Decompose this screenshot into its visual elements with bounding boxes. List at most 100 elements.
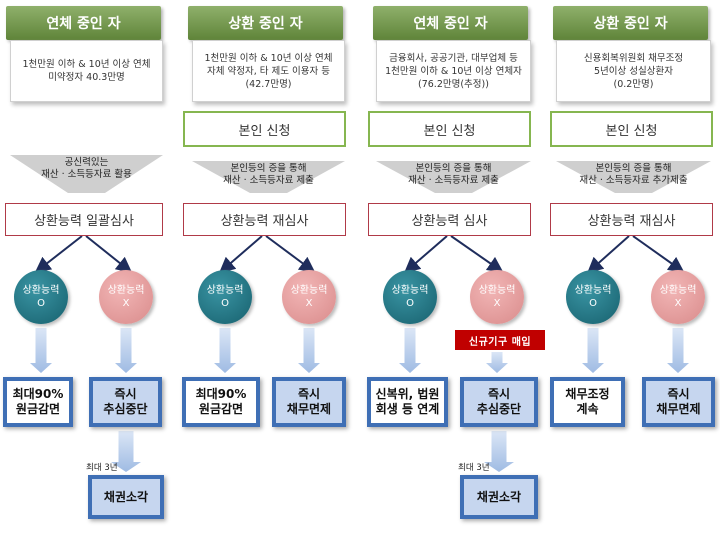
col1-arrow-to-incapable — [85, 235, 133, 273]
col2-result-capable-line1: 최대90% — [195, 387, 247, 401]
col4-result-capable-line1: 채무조정 — [565, 387, 610, 401]
col3-result-capable: 신복위, 법원 회생 등 연계 — [367, 377, 448, 427]
col3-max-period-label: 최대 3년 — [458, 463, 490, 473]
col4-funnel-line2: 재산 · 소득등자료 추가제출 — [579, 175, 688, 186]
col3-arrow-to-incapable — [450, 235, 504, 273]
col4-arrow-capable-result — [582, 328, 604, 373]
col2-funnel-line2: 재산 · 소득등자료 제출 — [223, 175, 314, 186]
col1-incapable-circle: 상환능력 X — [99, 270, 153, 324]
col3-capable-mark: O — [406, 298, 414, 309]
col4-incapable-mark: X — [674, 298, 682, 309]
col3-arrow-to-write-off — [484, 431, 514, 472]
col2-capable-circle: 상환능력 O — [198, 270, 252, 324]
col1-result-capable: 최대90% 원금감면 — [3, 377, 73, 427]
col3-capable-label: 상환능력 — [391, 285, 429, 296]
col1-review-box: 상환능력 일괄심사 — [5, 203, 163, 236]
col1-result-capable-line2: 원금감면 — [15, 402, 61, 416]
col1-incapable-mark: X — [122, 298, 130, 309]
col2-evidence-funnel: 본인등의 증을 통해 재산 · 소득등자료 제출 — [192, 161, 345, 193]
col3-funnel-line1: 본인등의 증을 통해 — [415, 163, 492, 174]
col3-desc-line2: 1천만원 이하 & 10년 이상 연체자 — [385, 65, 522, 77]
col2-arrow-capable-result — [214, 328, 236, 373]
col3-evidence-funnel: 본인등의 증을 통해 재산 · 소득등자료 제출 — [376, 161, 531, 193]
col4-arrow-to-incapable — [632, 235, 685, 273]
col2-self-apply: 본인 신청 — [183, 111, 346, 147]
col1-funnel-line1: 공신력있는 — [64, 157, 109, 168]
col1-arrow-capable-result — [30, 328, 52, 373]
col1-result-capable-line1: 최대90% — [12, 387, 64, 401]
col3-arrow-incapable-result — [486, 352, 508, 373]
col2-review-box: 상환능력 재심사 — [183, 203, 346, 236]
col1-arrow-incapable-result — [115, 328, 137, 373]
col2-incapable-mark: X — [305, 298, 313, 309]
col3-description: 금융회사, 공공기관, 대부업체 등 1천만원 이하 & 10년 이상 연체자 … — [376, 40, 531, 102]
col3-result-incapable-line2: 추심중단 — [476, 402, 522, 416]
col4-arrow-to-capable — [587, 235, 630, 274]
col3-result-incapable: 즉시 추심중단 — [460, 377, 538, 427]
col4-description: 신용회복위원회 채무조정 5년이상 성실상환자 (0.2만명) — [556, 40, 711, 102]
col2-description: 1천만원 이하 & 10년 이상 연체 자체 약정자, 타 제도 이용자 등 (… — [192, 40, 345, 102]
col1-result-incapable-line1: 즉시 — [114, 387, 137, 401]
col4-incapable-label: 상환능력 — [659, 285, 697, 296]
col1-funnel-line2: 재산 · 소득등자료 활용 — [41, 169, 132, 180]
col3-result-incapable-line1: 즉시 — [487, 387, 511, 401]
col4-funnel-line1: 본인등의 증을 통해 — [595, 163, 672, 174]
col4-result-capable: 채무조정 계속 — [550, 377, 625, 427]
col4-result-incapable: 즉시 채무면제 — [642, 377, 715, 427]
col4-desc-line3: (0.2만명) — [613, 78, 654, 90]
col3-header: 연체 중인 자 — [373, 6, 528, 40]
col4-result-capable-line2: 계속 — [576, 402, 599, 416]
col1-desc-line2: 미약정자 40.3만명 — [48, 72, 125, 83]
col1-description: 1천만원 이하 & 10년 이상 연체 미약정자 40.3만명 — [10, 40, 163, 102]
col1-incapable-label: 상환능력 — [107, 285, 145, 296]
col1-result-incapable-line2: 추심중단 — [103, 402, 148, 416]
col2-capable-label: 상환능력 — [206, 285, 244, 296]
col2-result-incapable: 즉시 채무면제 — [272, 377, 346, 427]
col1-capable-label: 상환능력 — [22, 285, 60, 296]
col2-desc-line2: 자체 약정자, 타 제도 이용자 등 — [207, 65, 330, 77]
col1-header: 연체 중인 자 — [6, 6, 161, 40]
col1-evidence-funnel: 공신력있는 재산 · 소득등자료 활용 — [10, 155, 163, 193]
col2-arrow-to-capable — [218, 235, 263, 274]
col2-desc-line1: 1천만원 이하 & 10년 이상 연체 — [204, 52, 333, 64]
col4-desc-line2: 5년이상 성실상환자 — [594, 65, 673, 77]
col2-desc-line3: (42.7만명) — [245, 78, 292, 90]
col1-result-incapable: 즉시 추심중단 — [89, 377, 162, 427]
col3-desc-line3: (76.2만명(추정)) — [418, 78, 489, 90]
col4-incapable-circle: 상환능력 X — [651, 270, 705, 324]
col4-result-incapable-line2: 채무면제 — [656, 402, 701, 416]
col2-result-incapable-line2: 채무면제 — [286, 402, 332, 416]
col2-result-capable: 최대90% 원금감면 — [182, 377, 260, 427]
col1-arrow-to-capable — [34, 235, 83, 273]
col3-incapable-circle: 상환능력 X — [470, 270, 524, 324]
col4-capable-mark: O — [589, 298, 597, 309]
col3-funnel-line2: 재산 · 소득등자료 제출 — [408, 175, 499, 186]
col2-result-capable-line2: 원금감면 — [198, 402, 244, 416]
col4-arrow-incapable-result — [667, 328, 689, 373]
col2-header: 상환 중인 자 — [188, 6, 343, 40]
col3-self-apply: 본인 신청 — [368, 111, 531, 147]
col1-max-period-label: 최대 3년 — [86, 463, 118, 473]
col2-funnel-line1: 본인등의 증을 통해 — [230, 163, 307, 174]
col4-evidence-funnel: 본인등의 증을 통해 재산 · 소득등자료 추가제출 — [556, 161, 711, 193]
col3-review-box: 상환능력 심사 — [368, 203, 531, 236]
col4-self-apply: 본인 신청 — [550, 111, 713, 147]
col4-capable-circle: 상환능력 O — [566, 270, 620, 324]
col2-arrow-incapable-result — [298, 328, 320, 373]
col3-arrow-capable-result — [399, 328, 421, 373]
col3-desc-line1: 금융회사, 공공기관, 대부업체 등 — [389, 52, 518, 64]
col1-capable-circle: 상환능력 O — [14, 270, 68, 324]
col3-new-agency-purchase-badge: 신규기구 매입 — [455, 330, 545, 350]
col3-incapable-label: 상환능력 — [478, 285, 516, 296]
col4-capable-label: 상환능력 — [574, 285, 612, 296]
col4-review-box: 상환능력 재심사 — [550, 203, 713, 236]
col3-result-capable-line2: 회생 등 연계 — [375, 402, 440, 416]
col4-desc-line1: 신용회복위원회 채무조정 — [583, 52, 684, 64]
col4-header: 상환 중인 자 — [553, 6, 708, 40]
col3-result-capable-line1: 신복위, 법원 — [375, 387, 440, 401]
col3-capable-circle: 상환능력 O — [383, 270, 437, 324]
col3-debt-write-off: 채권소각 — [460, 475, 538, 519]
col4-result-incapable-line1: 즉시 — [667, 387, 690, 401]
col2-arrow-to-incapable — [265, 235, 316, 273]
